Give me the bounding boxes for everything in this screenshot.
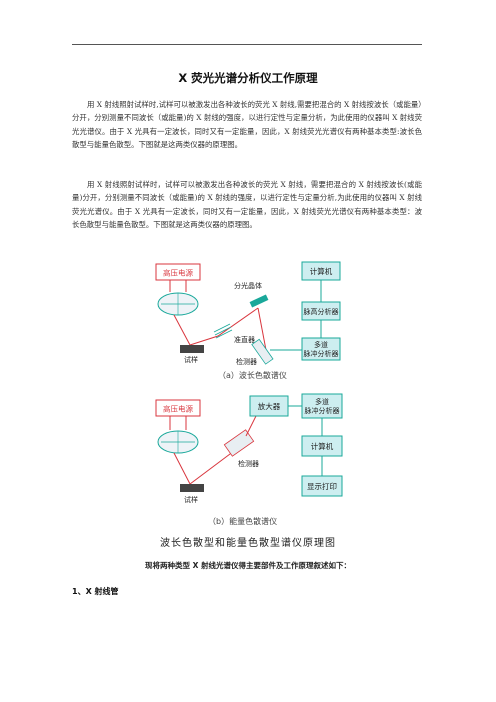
section-heading: 1、X 射线管 <box>72 587 119 596</box>
instrument-diagram: 高压电源 试样 准直器 分光晶体 检测器 计算机 脉高分析器 多道 脉冲分析器 … <box>155 261 343 526</box>
b-multichannel-line1: 多道 <box>315 397 329 406</box>
a-multichannel-line2: 脉冲分析器 <box>304 349 339 358</box>
b-detector-label: 检测器 <box>238 459 259 468</box>
b-sample-label: 试样 <box>184 495 198 504</box>
a-sample-label: 试样 <box>184 355 198 364</box>
paragraph-2: 用 X 射线照射试样时，试样可以被激发出各种波长的荧光 X 射线，需要把混合的 … <box>72 180 422 230</box>
b-multichannel-box <box>301 393 343 419</box>
header-rule <box>72 44 422 45</box>
b-multichannel-line2: 脉冲分析器 <box>305 406 340 415</box>
b-caption: （b）能量色散谱仪 <box>208 516 277 526</box>
a-detector-label: 检测器 <box>236 357 257 366</box>
b-sample <box>180 484 204 492</box>
b-display-label: 显示打印 <box>307 481 337 491</box>
a-sample <box>180 345 204 353</box>
b-amplifier-label: 放大器 <box>258 401 281 411</box>
a-high-voltage-label: 高压电源 <box>163 268 193 278</box>
a-crystal-label: 分光晶体 <box>234 281 262 290</box>
a-detector <box>251 338 274 365</box>
summary-line: 现将两种类型 X 射线光谱仪得主要部件及工作原理叙述如下： <box>144 561 351 570</box>
a-collimator-label: 准直器 <box>234 335 255 344</box>
paragraph-1: 用 X 射线照射试样时,试样可以被激发出各种波长的荧光 X 射线,需要把混合的 … <box>72 100 422 150</box>
a-multichannel-line1: 多道 <box>314 340 328 349</box>
b-high-voltage-box <box>155 399 201 417</box>
a-computer-label: 计算机 <box>310 266 333 276</box>
a-caption: （a）波长色散谱仪 <box>218 370 287 380</box>
b-detector <box>223 429 255 457</box>
a-crystal <box>249 294 269 308</box>
page-title: X 荧光光谱分析仪工作原理 <box>178 71 318 85</box>
b-computer-label: 计算机 <box>311 441 334 451</box>
a-pulse-analyzer-label: 脉高分析器 <box>304 307 339 316</box>
b-high-voltage-label: 高压电源 <box>163 404 193 414</box>
a-high-voltage-box <box>155 263 201 281</box>
figure-caption: 波长色散型和能量色散型谱仪原理图 <box>160 538 336 549</box>
